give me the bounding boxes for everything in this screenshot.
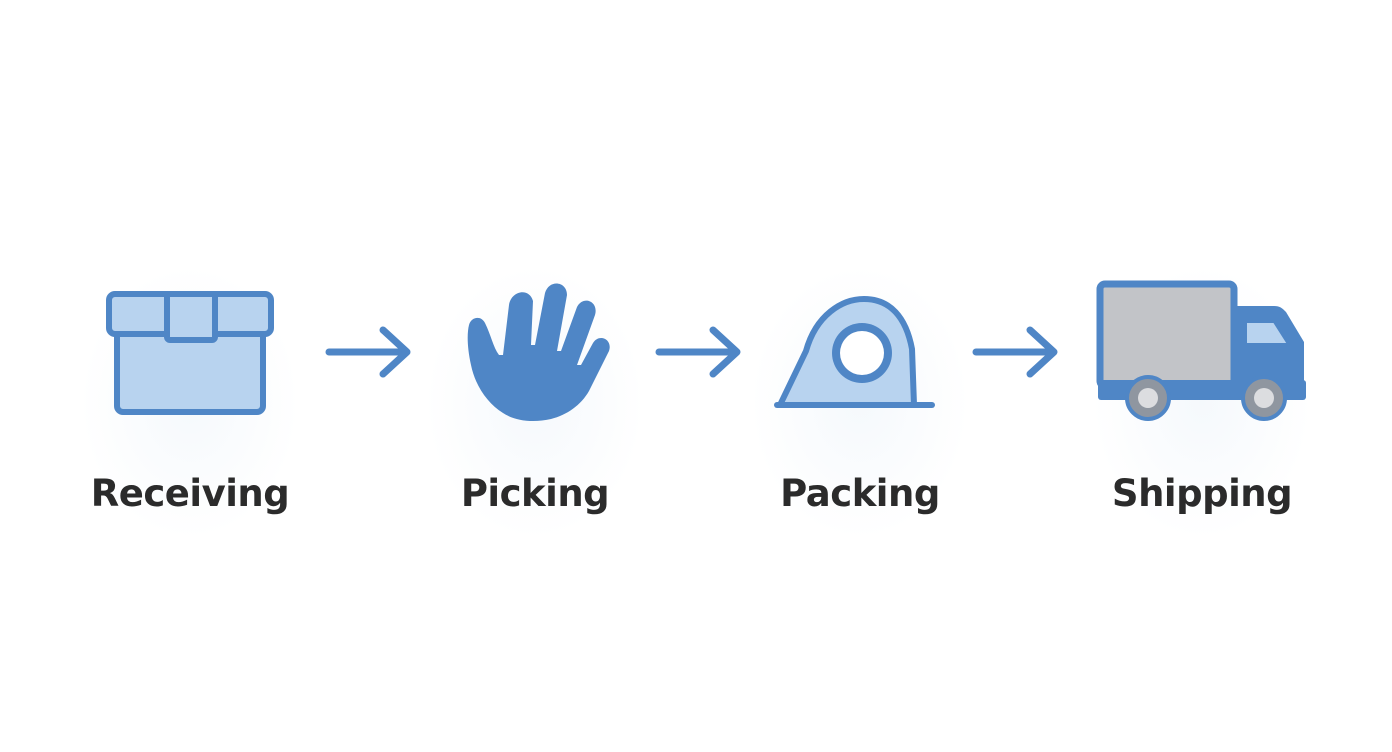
step-shipping: Shipping: [1072, 265, 1332, 545]
tape-dispenser-icon: [774, 296, 935, 408]
step-label-packing: Packing: [780, 472, 940, 515]
step-picking: Picking: [405, 265, 665, 545]
step-packing: Packing: [730, 265, 990, 545]
right-arrow-icon: [655, 326, 741, 378]
step-receiving: Receiving: [60, 265, 320, 545]
step-label-shipping: Shipping: [1111, 472, 1293, 515]
step-label-picking: Picking: [460, 472, 610, 515]
truck-icon: [1096, 280, 1306, 421]
hand-icon: [467, 283, 610, 421]
box-icon: [106, 291, 274, 415]
right-arrow-icon: [972, 326, 1058, 378]
step-label-receiving: Receiving: [90, 472, 290, 515]
right-arrow-icon: [325, 326, 411, 378]
